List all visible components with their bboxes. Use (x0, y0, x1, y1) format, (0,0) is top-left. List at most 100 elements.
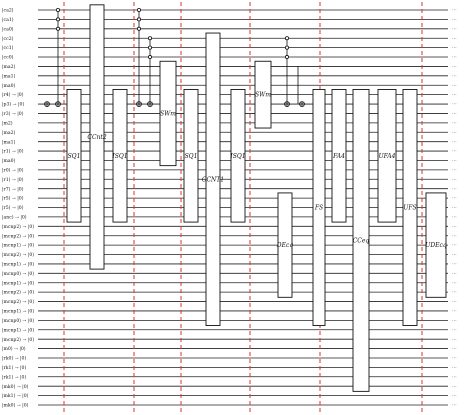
qubit-label: |r1⟩ → |0⟩ (2, 149, 24, 155)
wire-continuation-glyph: ··· (452, 290, 457, 296)
wire-continuation-glyph: ··· (452, 120, 457, 126)
qubit-label: |mcnp1⟩ → |0⟩ (2, 327, 34, 333)
open-control-dot (56, 26, 61, 31)
gate-box (402, 89, 418, 326)
qubit-label: |mcnp2⟩ → |0⟩ (2, 233, 34, 239)
open-control-dot (136, 7, 141, 12)
open-control-dot (147, 45, 152, 50)
qubit-label: |ma2⟩ (2, 130, 16, 136)
qubit-label: |r1⟩ → |0⟩ (2, 177, 24, 183)
wire-continuation-glyph: ··· (452, 196, 457, 202)
wire-continuation-glyph: ··· (452, 205, 457, 211)
qubit-label: |ma0⟩ (2, 83, 16, 89)
open-control-dot (284, 45, 289, 50)
wire-continuation-glyph: ··· (452, 55, 457, 61)
qubit-label: |rk1⟩ → |0⟩ (2, 365, 26, 371)
wire-continuation-glyph: ··· (452, 111, 457, 117)
wire-continuation-glyph: ··· (452, 139, 457, 145)
open-control-dot (147, 36, 152, 41)
qubit-label: |rk0⟩ → |0⟩ (2, 356, 26, 362)
wire-continuation-glyph: ··· (452, 26, 457, 32)
control-layer (44, 7, 305, 107)
gate-label: UDEcq (425, 242, 447, 249)
wire-continuation-glyph: ··· (452, 252, 457, 258)
qubit-label: |mcnp0⟩ → |0⟩ (2, 318, 34, 324)
wire-continuation-glyph: ··· (452, 224, 457, 230)
open-control-dot (136, 17, 141, 22)
wire-continuation-glyph: ··· (452, 299, 457, 305)
gate-box (159, 60, 177, 167)
qubit-label: |rk1⟩ → |0⟩ (2, 374, 26, 380)
qubit-label: |r5⟩ → |0⟩ (2, 205, 24, 211)
wire-continuation-glyph: ··· (452, 158, 457, 164)
gate-label: SWm (255, 92, 271, 99)
gate-label: ISQ1 (111, 153, 127, 160)
gate-box (331, 89, 347, 223)
wire-continuation-glyph: ··· (452, 318, 457, 324)
gate-box (377, 89, 397, 223)
qubit-label: |ma1⟩ (2, 139, 16, 145)
wire-continuation-glyph: ··· (452, 167, 457, 173)
wire-continuation-glyph: ··· (452, 215, 457, 221)
qubit-label: |mcnp0⟩ → |0⟩ (2, 271, 34, 277)
open-control-dot (136, 26, 141, 31)
wire-continuation-glyph: ··· (452, 337, 457, 343)
qubit-label: |ma2⟩ (2, 64, 16, 70)
wire-continuation-glyph: ··· (452, 17, 457, 23)
qubit-label: |r4⟩ → |0⟩ (2, 92, 24, 98)
gate-label: CCNT1 (202, 176, 224, 183)
wire-continuation-glyph: ··· (452, 365, 457, 371)
gate-box (254, 60, 272, 129)
wire-continuation-glyph: ··· (452, 102, 457, 108)
qubit-label: |ma0⟩ (2, 158, 16, 164)
qubit-label: |ma1⟩ (2, 73, 16, 79)
gate-label: FA4 (332, 153, 345, 160)
qubit-label: |mcnp2⟩ → |0⟩ (2, 224, 34, 230)
qubit-label: |ca2⟩ (2, 8, 14, 14)
qubit-label: |mcnp1⟩ → |0⟩ (2, 309, 34, 315)
qubit-label: |mcnp1⟩ → |0⟩ (2, 262, 34, 268)
gate-label: SWm (160, 110, 176, 117)
wire-continuation-glyph: ··· (452, 92, 457, 98)
wire-continuation-glyph: ··· (452, 271, 457, 277)
gate-box (89, 4, 105, 270)
wire-continuation-glyph: ··· (452, 384, 457, 390)
qubit-label: |ca0⟩ (2, 26, 14, 32)
qubit-label: |mcnp1⟩ → |0⟩ (2, 280, 34, 286)
wire-continuation-glyph: ··· (452, 186, 457, 192)
gate-box (205, 32, 221, 326)
wire-continuation-glyph: ··· (452, 346, 457, 352)
wire-continuation-glyph: ··· (452, 177, 457, 183)
gate-box (425, 192, 447, 298)
gate-box (183, 89, 199, 223)
qubit-label: |p3⟩ → |0⟩ (2, 102, 24, 108)
open-control-dot (56, 17, 61, 22)
qubit-label: |r0⟩ → |0⟩ (2, 167, 24, 173)
gate-label: FS (314, 205, 323, 212)
wire-continuation-glyph: ··· (452, 243, 457, 249)
gate-label: ISQ1 (229, 153, 245, 160)
gate-layer: SQ1CCnt2ISQ1SWmSQ1CCNT1ISQ1SWmDEcqFSFA4C… (66, 4, 447, 392)
qubit-label: |anc⟩ → |0⟩ (2, 215, 27, 221)
wire-continuation-glyph: ··· (452, 45, 457, 51)
wire-continuation-glyph: ··· (452, 403, 457, 409)
gate-label: SQ1 (185, 153, 198, 160)
open-control-dot (284, 36, 289, 41)
qubit-label: |mk0⟩ → |0⟩ (2, 403, 29, 409)
qubit-label: |ca1⟩ (2, 17, 14, 23)
gate-label: CCeq (353, 237, 370, 244)
wire-continuation-glyph: ··· (452, 393, 457, 399)
wire-continuation-glyph: ··· (452, 356, 457, 362)
wire-continuation-glyph: ··· (452, 280, 457, 286)
gate-label: UFS (403, 205, 416, 212)
wire-continuation-glyph: ··· (452, 262, 457, 268)
gate-label: UFA4 (379, 153, 396, 160)
gate-box (230, 89, 246, 223)
qubit-label: |m0⟩ → |0⟩ (2, 346, 26, 352)
wire-continuation-glyph: ··· (452, 374, 457, 380)
qubit-label: |cc2⟩ (2, 36, 14, 42)
open-control-dot (56, 7, 61, 12)
open-control-dot (284, 55, 289, 60)
